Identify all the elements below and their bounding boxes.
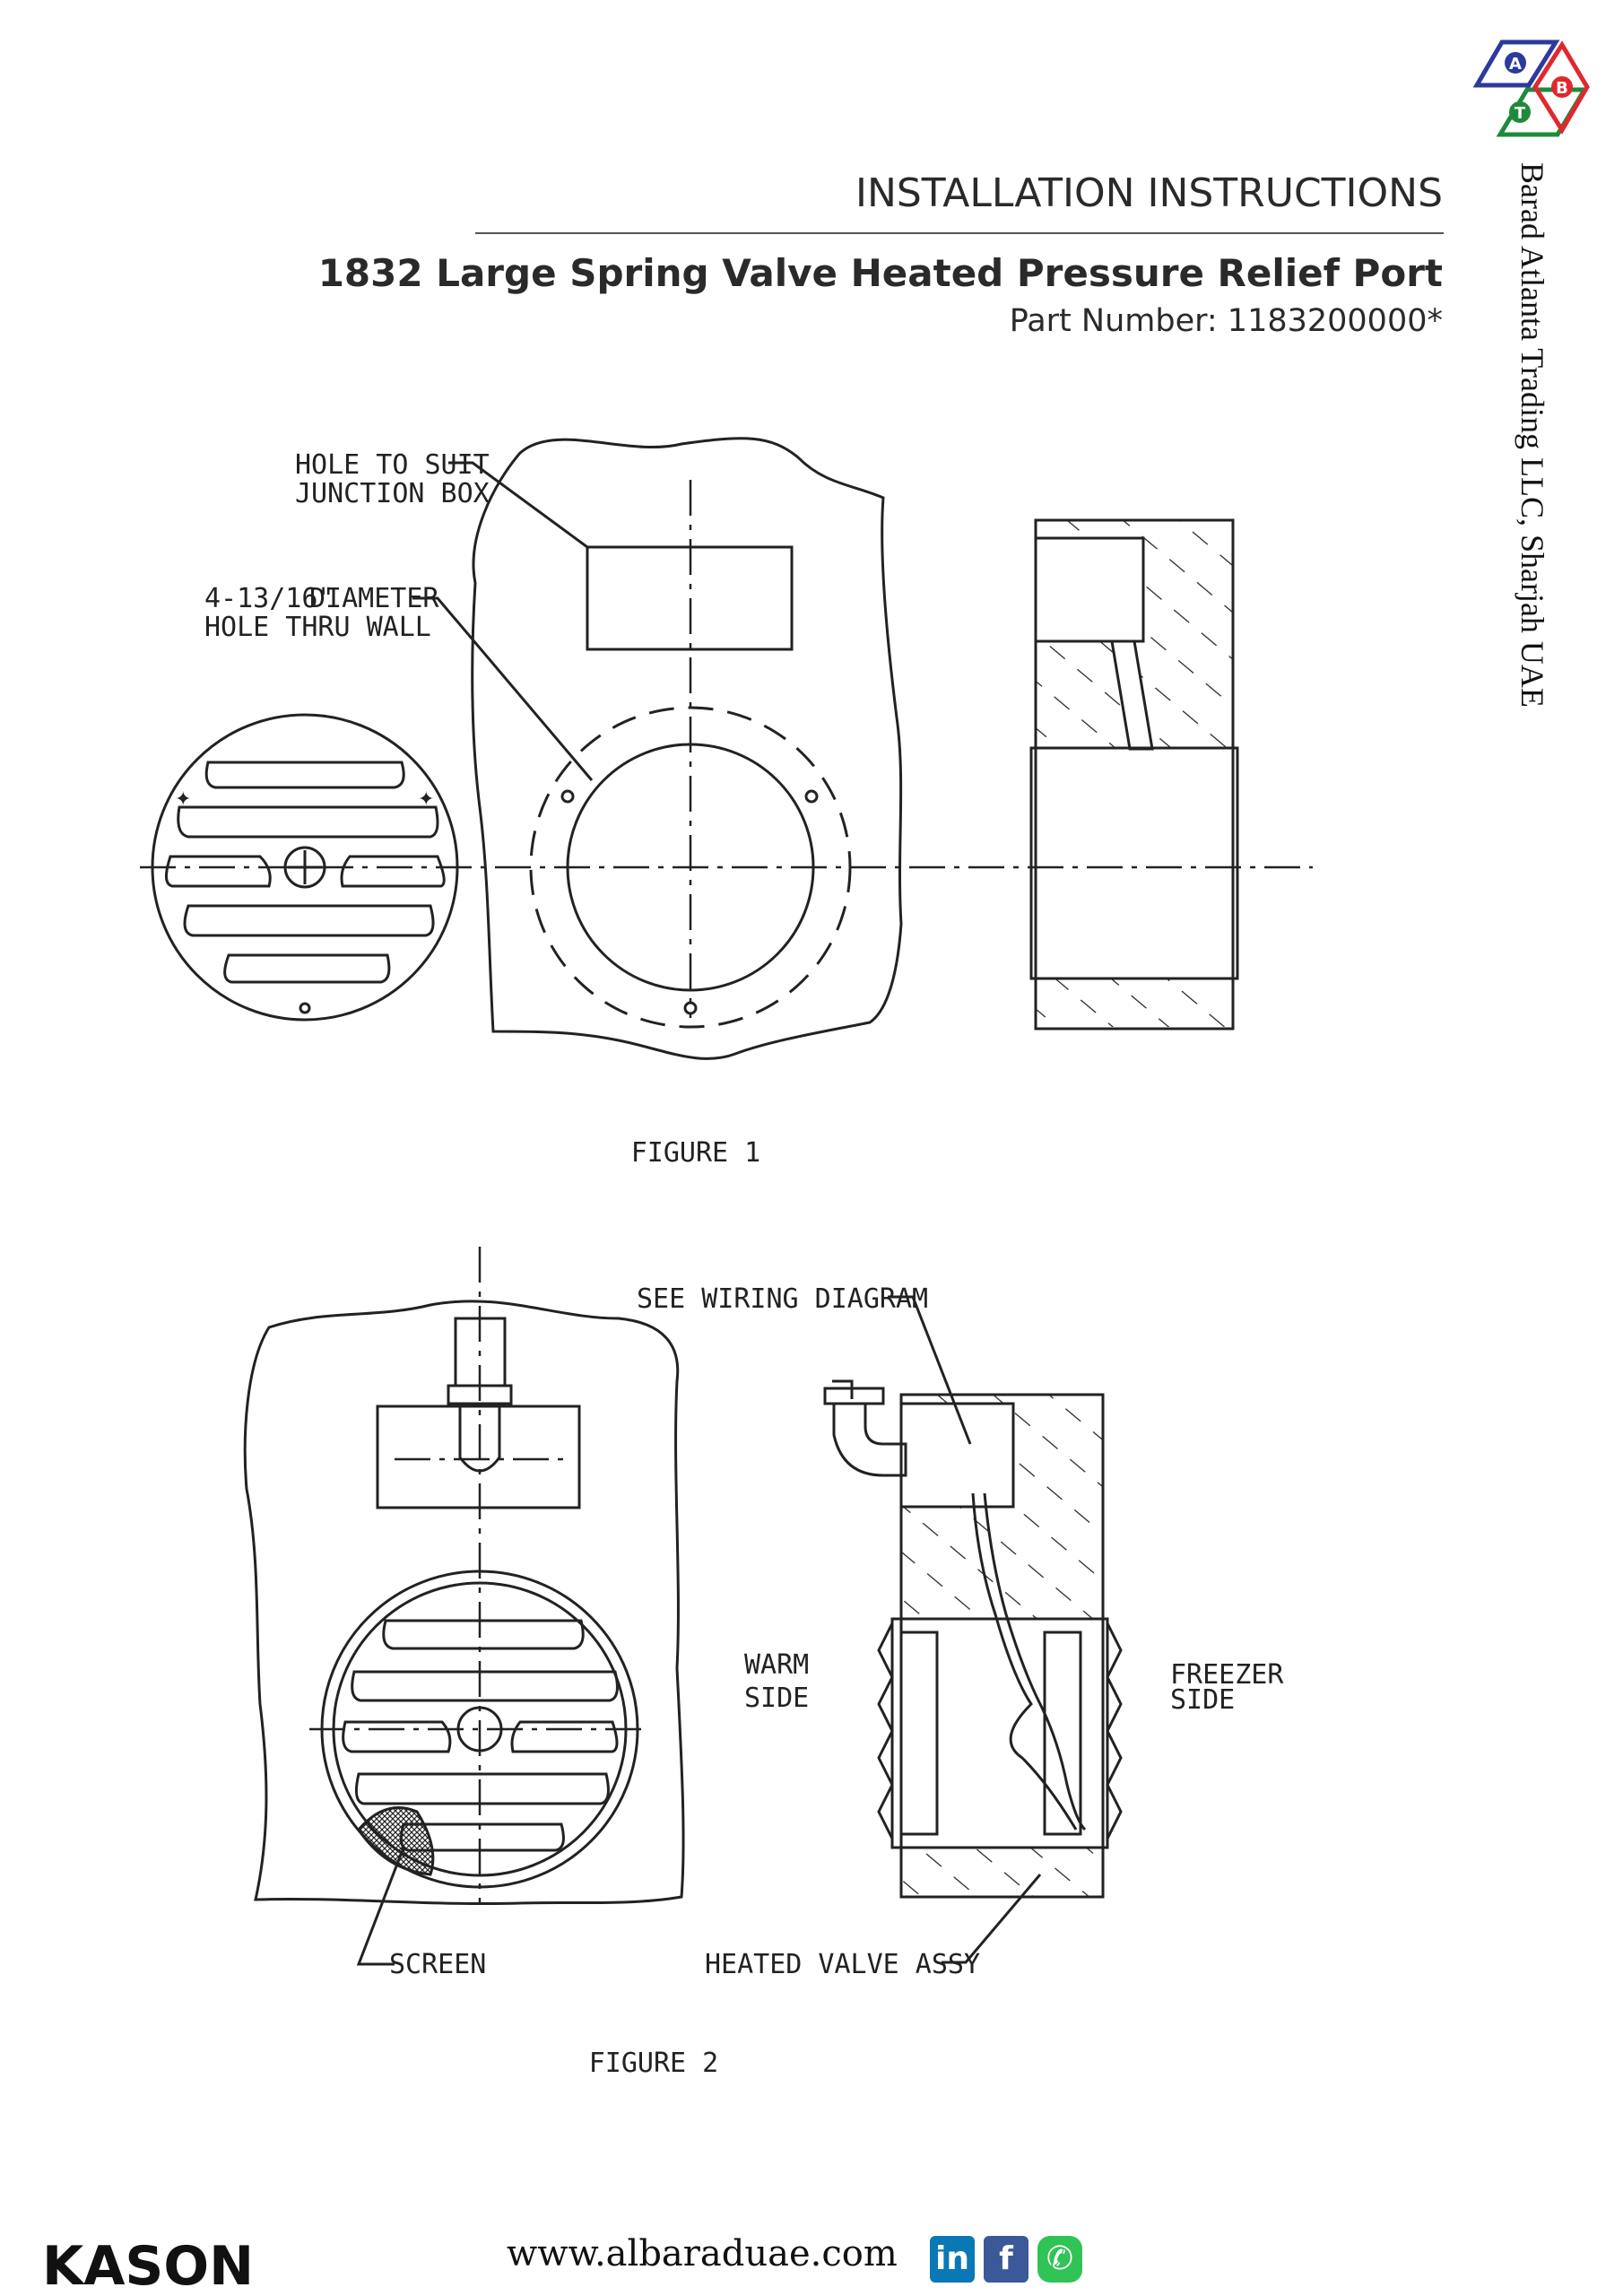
figure-2: SCREEN SEE WIRING DIAGRAM WARM SIDE FREE… bbox=[243, 1247, 1284, 2079]
grille-front-view: ✦✦ bbox=[151, 713, 459, 1022]
label-freezer-side: FREEZER bbox=[1170, 1659, 1284, 1691]
label-heated-valve: HEATED VALVE ASSY bbox=[705, 1949, 980, 1980]
label-screen: SCREEN bbox=[389, 1949, 486, 1980]
figure-1: ✦✦ HOLE TO SUIT JUNCTION BOX 4-13/16" DI… bbox=[140, 437, 1313, 1169]
website-link[interactable]: www.albaraduae.com bbox=[507, 2233, 898, 2274]
wall-hole bbox=[566, 743, 815, 992]
header-divider bbox=[475, 232, 1444, 234]
kason-logo: KASON bbox=[42, 2235, 254, 2296]
linkedin-icon[interactable]: in bbox=[930, 2236, 975, 2283]
part-number: Part Number: 1183200000* bbox=[1009, 303, 1443, 339]
label-hole-size: 4-13/16" bbox=[204, 583, 334, 614]
wall-section-view bbox=[1029, 518, 1239, 1031]
product-title: 1832 Large Spring Valve Heated Pressure … bbox=[317, 251, 1443, 295]
svg-text:T: T bbox=[1515, 104, 1526, 123]
section-title: INSTALLATION INSTRUCTIONS bbox=[855, 170, 1443, 216]
label-junction-box: HOLE TO SUIT bbox=[295, 449, 490, 481]
figure-1-caption: FIGURE 1 bbox=[631, 1137, 761, 1169]
svg-text:✦: ✦ bbox=[418, 787, 434, 810]
wall-outline-2 bbox=[243, 1300, 685, 1906]
whatsapp-icon[interactable]: ✆ bbox=[1037, 2236, 1082, 2283]
label-hole-thru-wall: HOLE THRU WALL bbox=[204, 612, 431, 643]
label-hole-diameter: DIAMETER bbox=[309, 583, 439, 614]
label-warm-side-2: SIDE bbox=[744, 1683, 809, 1714]
abt-logo: A B T bbox=[1472, 39, 1590, 137]
label-junction-box-2: JUNCTION BOX bbox=[295, 478, 490, 509]
figure-2-caption: FIGURE 2 bbox=[589, 2048, 719, 2079]
svg-text:B: B bbox=[1556, 79, 1568, 98]
label-warm-side: WARM bbox=[744, 1649, 809, 1681]
label-wiring-diagram: SEE WIRING DIAGRAM bbox=[637, 1283, 928, 1315]
wall-outline bbox=[471, 437, 903, 1060]
wall-section-view-2 bbox=[823, 1379, 1123, 1899]
facebook-icon[interactable]: f bbox=[984, 2236, 1028, 2283]
svg-text:A: A bbox=[1509, 55, 1522, 74]
svg-text:✦: ✦ bbox=[175, 787, 191, 810]
label-freezer-side-2: SIDE bbox=[1170, 1684, 1235, 1716]
